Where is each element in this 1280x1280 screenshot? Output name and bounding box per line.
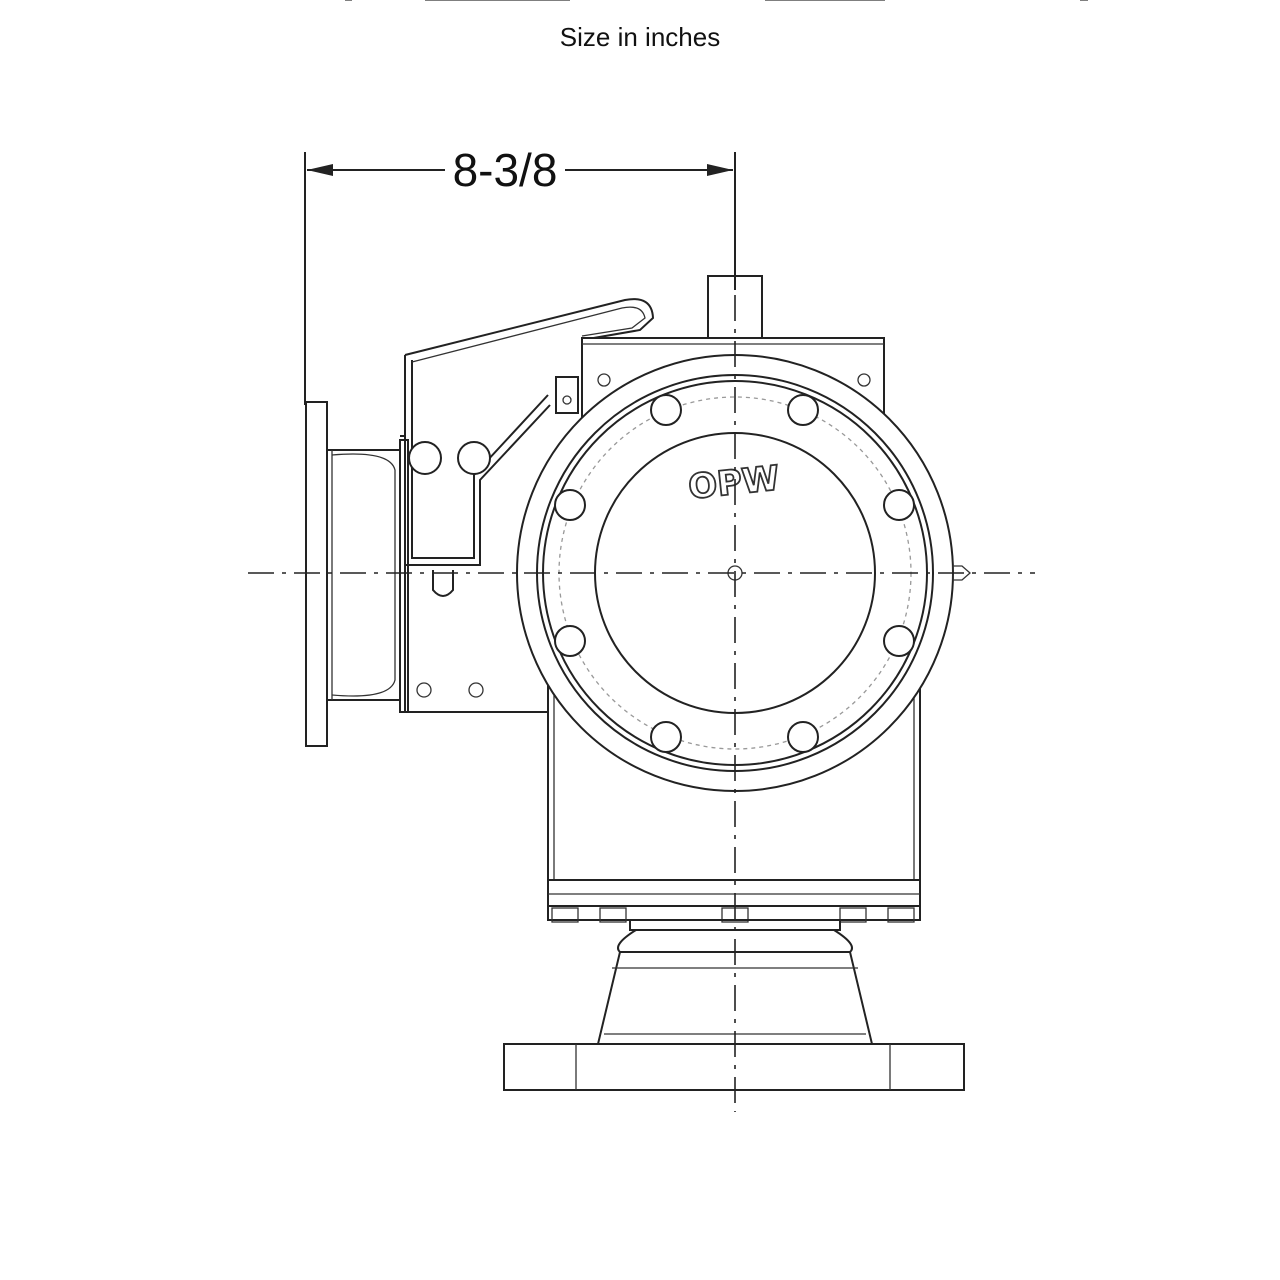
left-flange [305, 401, 409, 747]
port-circle-1 [408, 441, 442, 475]
lower-assembly [503, 879, 965, 1091]
center-lines [248, 295, 1035, 1112]
arrow-left-icon [307, 164, 333, 176]
dimension-label: 8-3/8 [453, 144, 558, 196]
base-flange [503, 1043, 965, 1091]
port-circle-2 [457, 441, 491, 475]
arrow-right-icon [707, 164, 733, 176]
flange-bolts [554, 394, 915, 753]
dimension-line: 8-3/8 [304, 144, 736, 405]
size-caption: Size in inches [559, 22, 721, 52]
brand-mark: OPW [686, 458, 781, 507]
side-housing [400, 298, 655, 713]
